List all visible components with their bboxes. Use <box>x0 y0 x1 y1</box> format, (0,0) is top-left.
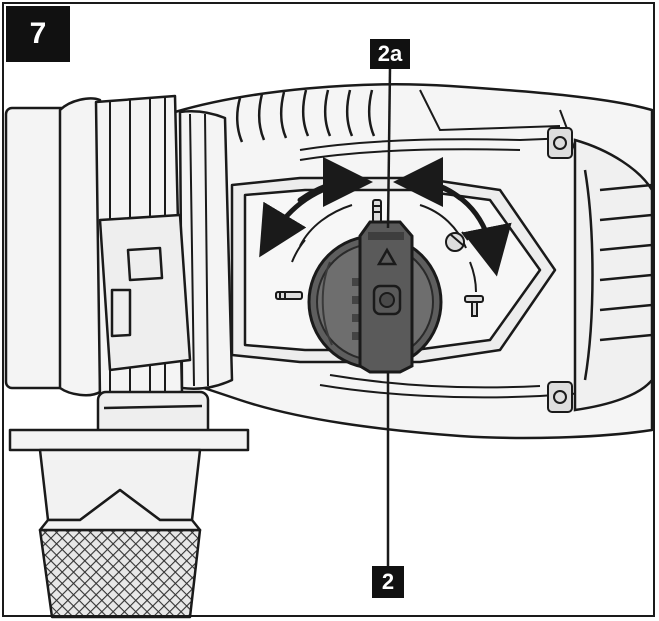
screw-bosses <box>547 127 573 413</box>
cooling-ribs <box>236 89 376 143</box>
callout-2-label: 2 <box>372 566 404 598</box>
rear-grip <box>573 138 654 412</box>
arrow-toward-center-left <box>297 157 373 208</box>
drill-bit-icon <box>275 291 303 300</box>
side-handle-grip <box>8 428 250 619</box>
chisel-adjust-icon <box>445 231 469 252</box>
leader-2a <box>386 67 392 229</box>
chisel-icon <box>464 295 484 317</box>
callout-2a-label: 2a <box>370 39 410 69</box>
mode-selector-dial[interactable] <box>307 220 443 374</box>
housing-contours <box>299 89 601 399</box>
arrow-toward-center-right <box>393 157 463 208</box>
callout-leaders <box>386 67 392 566</box>
side-handle-clamp <box>96 213 210 440</box>
rotation-arrows <box>259 157 512 277</box>
triangle-icon <box>376 247 398 266</box>
hammer-drill-icon <box>372 199 382 223</box>
figure-number-label: 7 <box>6 6 70 62</box>
